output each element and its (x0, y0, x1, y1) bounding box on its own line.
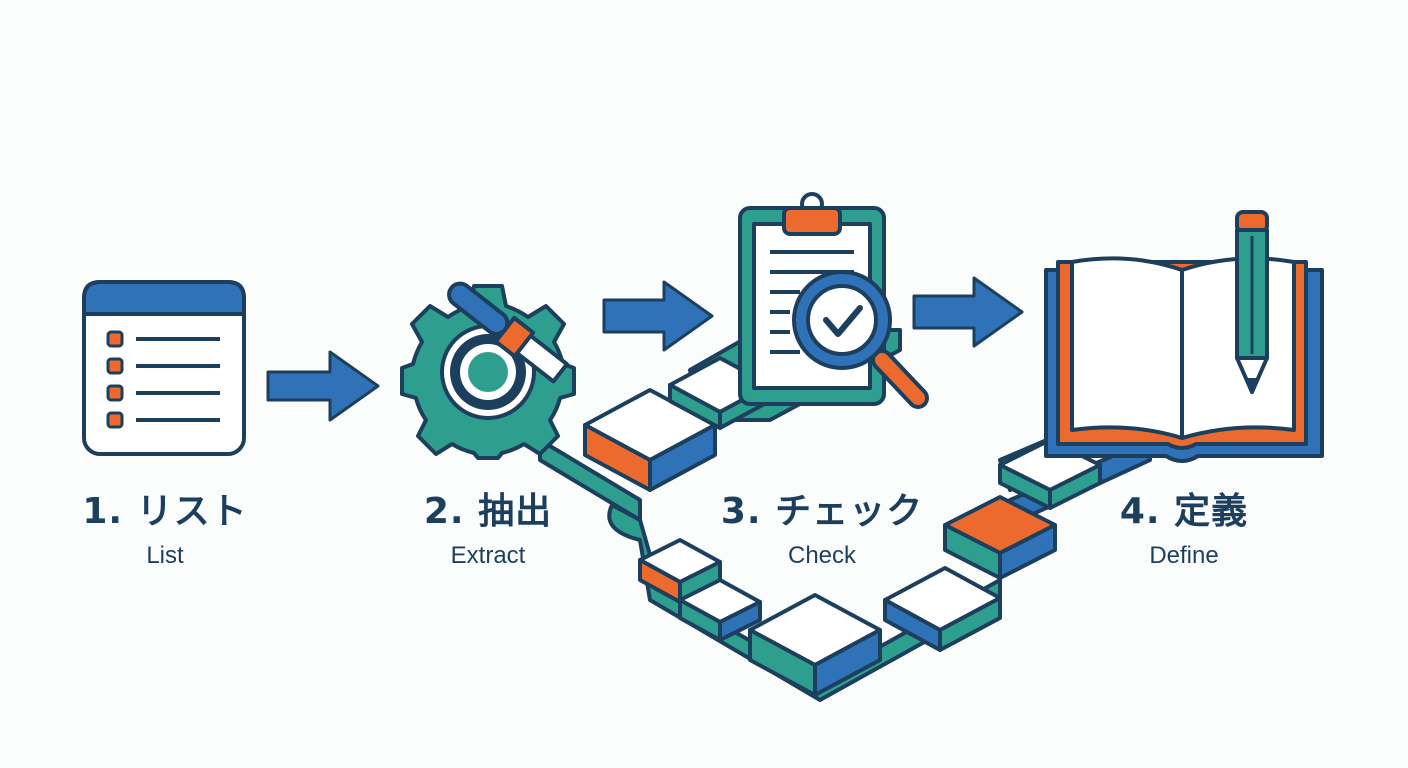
book-pencil-icon (1044, 210, 1324, 463)
gear-extract-icon (400, 281, 576, 460)
block (943, 495, 1057, 580)
block (638, 538, 722, 604)
step-2-subtitle: Extract (450, 542, 526, 569)
step-1-title: 1. リスト (82, 491, 248, 532)
block (583, 388, 717, 492)
block (883, 566, 1002, 652)
arrow-right-icon (602, 280, 714, 352)
step-3-subtitle: Check (787, 542, 857, 569)
arrow-right-icon (912, 276, 1024, 348)
block (998, 438, 1102, 510)
step-4-subtitle: Define (1149, 542, 1219, 569)
list-icon (82, 280, 246, 456)
step-4-title: 4. 定義 (1119, 491, 1249, 532)
step-1-subtitle: List (146, 542, 184, 569)
step-2-title: 2. 抽出 (423, 491, 553, 532)
step-3-title: 3. チェック (720, 491, 924, 532)
block (678, 578, 762, 642)
arrow-right-icon (266, 350, 380, 422)
clipboard-check-icon (738, 192, 929, 409)
block (748, 593, 882, 697)
